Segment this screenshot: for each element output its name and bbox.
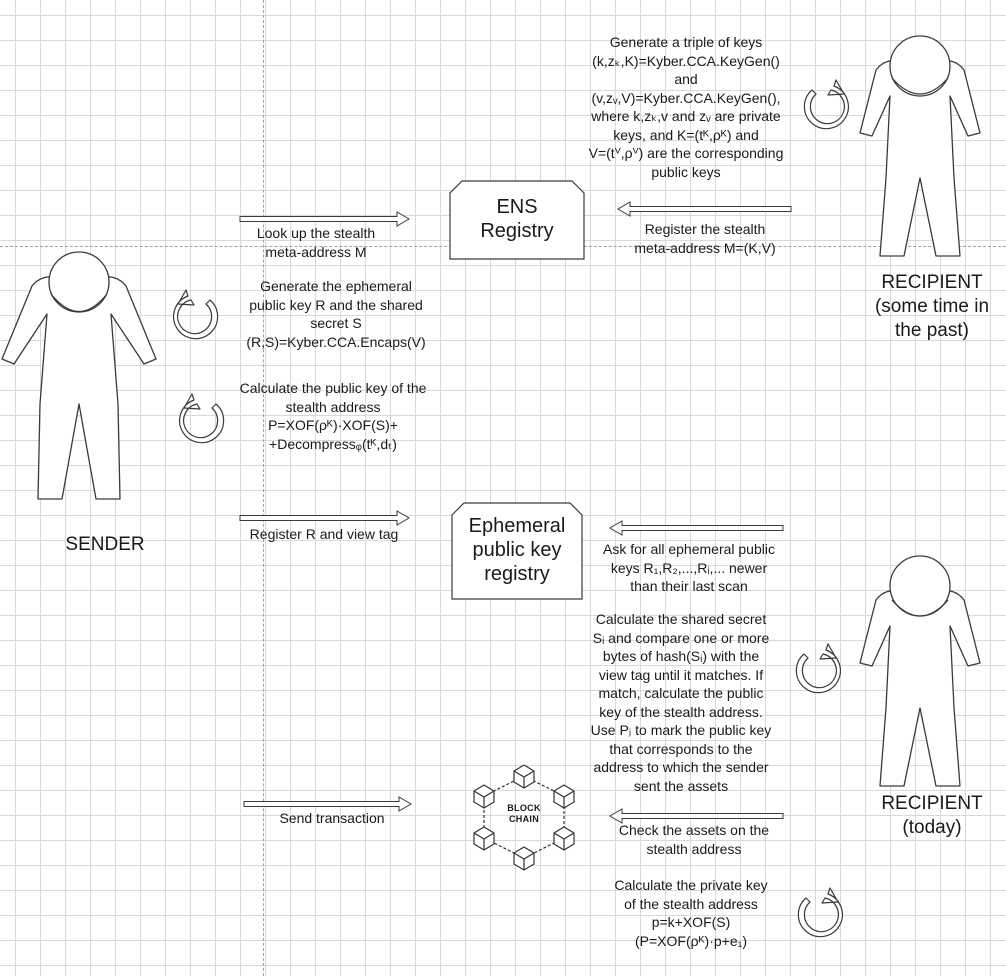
note-send-tx: Send transaction	[262, 809, 402, 828]
sender-label-text: SENDER	[65, 534, 145, 555]
note-gen-ephemeral: Generate the ephemeral public key R and …	[222, 277, 450, 351]
note-line: address to which the sender	[593, 759, 769, 775]
ens-registry-line: ENS	[496, 196, 538, 218]
recipient-today-label: RECIPIENT (today)	[858, 792, 1006, 840]
note-line: Use Pⱼ to mark the public key	[590, 722, 772, 738]
blockchain-label-line: BLOCK	[507, 803, 541, 813]
note-ask-ephemeral: Ask for all ephemeral public keys R₁,R₂,…	[584, 540, 794, 596]
note-line: that corresponds to the	[609, 740, 753, 757]
cycle-arrow-icon	[173, 289, 219, 340]
note-calc-pubkey: Calculate the public key of the stealth …	[218, 379, 448, 453]
right-arrow-icon	[239, 211, 410, 227]
note-calc-shared: Calculate the shared secret Sᵢ and compa…	[570, 610, 792, 795]
note-line: public keys	[651, 163, 721, 180]
cycle-arrow-icon	[803, 79, 849, 130]
recipient-today-label-line: (today)	[902, 817, 962, 838]
ephemeral-registry-line: public key	[472, 539, 562, 561]
recipient-today-label-line: RECIPIENT	[881, 793, 983, 814]
recipient-past-label: RECIPIENT (some time in the past)	[858, 271, 1006, 343]
vertical-guide-line	[263, 0, 264, 976]
ephemeral-registry-box	[451, 502, 583, 600]
note-check-assets: Check the assets on the stealth address	[598, 821, 790, 858]
ephemeral-registry-line: Ephemeral	[468, 515, 566, 537]
note-keygen: Generate a triple of keys (k,zₖ,K)=Kyber…	[556, 33, 816, 181]
note-line: keys, and K=(tᴷ,ρᴷ) and	[613, 126, 759, 143]
note-line: Generate a triple of keys	[609, 34, 763, 50]
note-lookup-meta: Look up the stealth meta-address M	[228, 224, 404, 261]
note-register-meta: Register the stealth meta-address M=(K,V…	[610, 220, 800, 257]
note-line: p=k+XOF(S)	[651, 914, 731, 930]
note-line: keys R₁,R₂,...,Rᵢ,... newer	[610, 559, 768, 576]
recipient-past-label-line: (some time in	[874, 296, 990, 317]
cycle-arrow-icon	[797, 887, 843, 938]
note-line: stealth address	[646, 840, 742, 857]
blockchain-icon	[473, 764, 575, 871]
note-line: +Decompressᵩ(tᴷ,dₜ)	[269, 435, 397, 452]
note-line: (v,zᵥ,V)=Kyber.CCA.KeyGen(),	[591, 89, 781, 106]
note-line: and	[674, 71, 698, 87]
note-line: (R,S)=Kyber.CCA.Encaps(V)	[246, 333, 426, 350]
note-line: bytes of hash(Sᵢ) with the	[602, 648, 760, 664]
cycle-arrow-icon	[179, 393, 225, 444]
ephemeral-registry-line: registry	[484, 563, 550, 585]
note-line: (k,zₖ,K)=Kyber.CCA.KeyGen()	[592, 52, 780, 69]
note-line: match, calculate the public	[598, 685, 764, 701]
note-line: Register R and view tag	[249, 526, 399, 542]
cycle-arrow-icon	[795, 643, 841, 694]
ens-registry-line: Registry	[480, 220, 554, 242]
blockchain-label: BLOCK CHAIN	[496, 803, 552, 825]
left-arrow-icon	[617, 201, 792, 217]
note-register-r: Register R and view tag	[228, 525, 420, 544]
note-calc-private: Calculate the private key of the stealth…	[596, 876, 786, 950]
note-line: (P=XOF(ρᴷ)·p+e₁)	[635, 932, 747, 949]
note-line: Look up the stealth	[256, 225, 376, 241]
recipient-past-person-icon	[859, 35, 981, 257]
note-line: Ask for all ephemeral public	[603, 541, 775, 557]
note-line: Calculate the shared secret	[595, 611, 767, 627]
note-line: than their last scan	[630, 578, 748, 594]
note-line: secret S	[310, 315, 362, 331]
ephemeral-registry-label: Ephemeral public key registry	[452, 514, 582, 586]
note-line: Check the assets on the	[618, 822, 770, 838]
blockchain-label-line: CHAIN	[509, 814, 539, 824]
note-line: public key R and the shared	[249, 296, 423, 313]
note-line: Calculate the private key	[614, 877, 768, 893]
right-arrow-icon	[239, 510, 410, 526]
left-arrow-icon	[609, 808, 784, 824]
recipient-past-label-line: the past)	[895, 320, 969, 341]
note-line: Send transaction	[279, 810, 385, 826]
note-line: meta-address M=(K,V)	[634, 239, 776, 256]
sender-person-icon	[1, 251, 157, 500]
note-line: Generate the ephemeral	[260, 278, 412, 294]
note-line: view tag until it matches. If	[598, 666, 764, 683]
note-line: sent the assets	[633, 777, 729, 794]
left-arrow-icon	[609, 520, 784, 536]
note-line: of the stealth address	[624, 895, 758, 912]
note-line: stealth address	[285, 398, 381, 415]
right-arrow-icon	[243, 796, 412, 812]
ens-registry-box	[449, 180, 585, 260]
recipient-today-person-icon	[859, 555, 981, 787]
note-line: P=XOF(ρᴷ)·XOF(S)+	[268, 417, 398, 433]
note-line: meta-address M	[265, 243, 367, 260]
note-line: V=(tⱽ,ρⱽ) are the corresponding	[588, 145, 784, 161]
note-line: where k,zₖ,v and zᵥ are private	[591, 108, 781, 124]
note-line: key of the stealth address.	[599, 703, 763, 720]
recipient-past-label-line: RECIPIENT	[881, 272, 983, 293]
ens-registry-label: ENS Registry	[450, 195, 584, 243]
note-line: Calculate the public key of the	[239, 380, 427, 396]
note-line: Sᵢ and compare one or more	[592, 629, 770, 646]
note-line: Register the stealth	[644, 221, 766, 237]
sender-label: SENDER	[40, 533, 170, 557]
